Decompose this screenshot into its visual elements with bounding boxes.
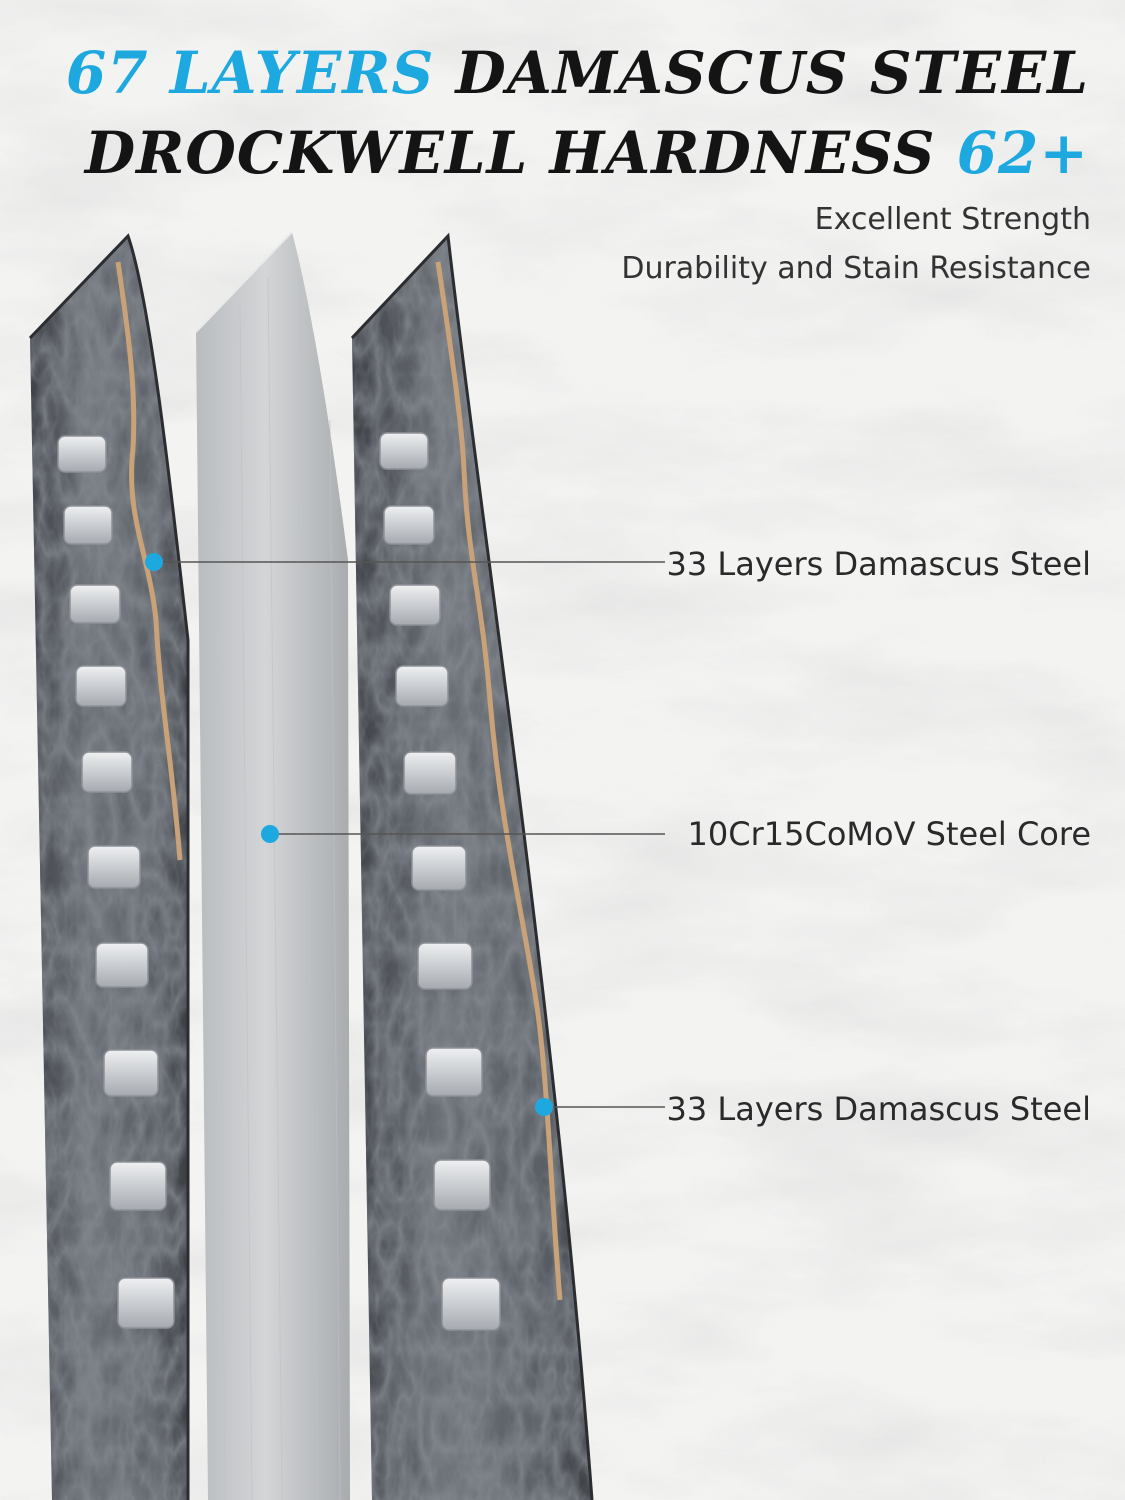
- callout-label-outer-layer-bottom: 33 Layers Damascus Steel: [666, 1090, 1092, 1128]
- callout-dot-icon: [145, 553, 163, 571]
- headline-accent-layers: 67 LAYERS: [65, 39, 435, 107]
- callout-leader-1: [145, 553, 665, 571]
- left-damascus-blade: [28, 233, 190, 1500]
- headline-accent-hardness-value: 62+: [956, 119, 1089, 187]
- subheadline-durability: Durability and Stain Resistance: [621, 251, 1091, 286]
- callout-leader-2: [261, 825, 665, 843]
- callout-leader-3: [535, 1098, 665, 1116]
- headline-line-2: DROCKWELL HARDNESS 62+: [85, 124, 1089, 182]
- subheadline-strength: Excellent Strength: [814, 202, 1091, 237]
- headline-damascus-steel: DAMASCUS STEEL: [455, 39, 1089, 107]
- steel-core-blade: [195, 231, 350, 1500]
- callout-label-outer-layer-top: 33 Layers Damascus Steel: [666, 545, 1092, 583]
- callout-label-steel-core: 10Cr15CoMoV Steel Core: [687, 815, 1091, 853]
- headline-hardness: DROCKWELL HARDNESS: [84, 119, 936, 187]
- headline-line-1: 67 LAYERS DAMASCUS STEEL: [66, 44, 1089, 102]
- callout-dot-icon: [261, 825, 279, 843]
- callout-dot-icon: [535, 1098, 553, 1116]
